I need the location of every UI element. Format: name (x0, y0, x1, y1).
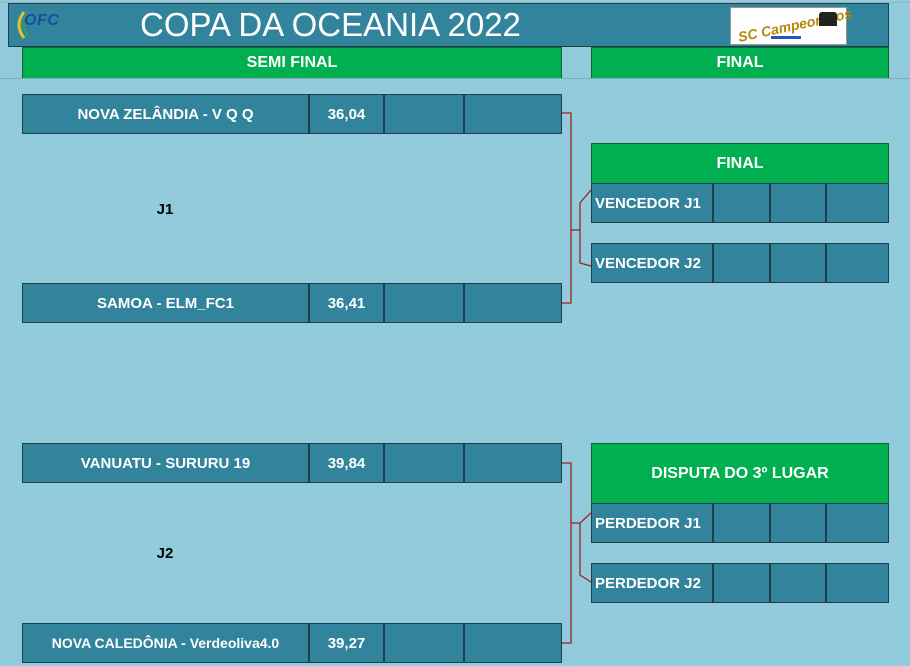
sc-campeonatos-logo: SC Campeonatos (730, 5, 853, 45)
empty-cell[interactable] (464, 94, 562, 134)
empty-cell[interactable] (464, 623, 562, 663)
game-label-j1: J1 (156, 201, 174, 218)
empty-cell[interactable] (826, 563, 889, 603)
empty-cell[interactable] (826, 243, 889, 283)
semi-row-3: VANUATU - SURURU 19 39,84 (22, 443, 562, 483)
third-team-cell[interactable]: PERDEDOR J2 (591, 563, 713, 603)
bracket-line-final-top (579, 189, 592, 230)
empty-cell[interactable] (770, 183, 826, 223)
empty-cell[interactable] (826, 183, 889, 223)
third-place-header: DISPUTA DO 3º LUGAR (591, 443, 889, 504)
empty-cell[interactable] (384, 283, 464, 323)
score-cell[interactable]: 39,84 (309, 443, 384, 483)
team-name-cell[interactable]: VANUATU - SURURU 19 (22, 443, 309, 483)
empty-cell[interactable] (826, 503, 889, 543)
empty-cell[interactable] (770, 243, 826, 283)
third-team-cell[interactable]: PERDEDOR J1 (591, 503, 713, 543)
semi-row-1: NOVA ZELÂNDIA - V Q Q 36,04 (22, 94, 562, 134)
semi-row-2: SAMOA - ELM_FC1 36,41 (22, 283, 562, 323)
bracket-line-third-bottom (579, 523, 592, 583)
score-cell[interactable]: 36,41 (309, 283, 384, 323)
bracket-line-third-top (579, 512, 592, 524)
empty-cell[interactable] (384, 443, 464, 483)
game-label-j2: J2 (156, 545, 174, 562)
final-row-2: VENCEDOR J2 (591, 243, 889, 283)
ofc-logo: OFC (14, 8, 70, 42)
semi-row-4: NOVA CALEDÔNIA - Verdeoliva4.0 39,27 (22, 623, 562, 663)
bracket-line-final-bottom (579, 230, 592, 267)
third-row-1: PERDEDOR J1 (591, 503, 889, 543)
top-hat-icon (819, 12, 837, 26)
empty-cell[interactable] (464, 443, 562, 483)
score-cell[interactable]: 36,04 (309, 94, 384, 134)
empty-cell[interactable] (770, 503, 826, 543)
bracket-line-j1 (562, 112, 572, 304)
empty-cell[interactable] (713, 563, 770, 603)
third-row-2: PERDEDOR J2 (591, 563, 889, 603)
empty-cell[interactable] (713, 243, 770, 283)
empty-cell[interactable] (713, 503, 770, 543)
final-team-cell[interactable]: VENCEDOR J1 (591, 183, 713, 223)
section-separator (0, 78, 910, 79)
bracket-line-j2 (562, 462, 572, 644)
team-name-cell[interactable]: NOVA ZELÂNDIA - V Q Q (22, 94, 309, 134)
page-title: COPA DA OCEANIA 2022 (140, 6, 521, 43)
score-cell[interactable]: 39,27 (309, 623, 384, 663)
empty-cell[interactable] (464, 283, 562, 323)
ofc-logo-text: OFC (24, 12, 60, 29)
empty-cell[interactable] (384, 623, 464, 663)
final-team-cell[interactable]: VENCEDOR J2 (591, 243, 713, 283)
final-section-header: FINAL (591, 47, 889, 79)
final-row-1: VENCEDOR J1 (591, 183, 889, 223)
top-border-line (0, 2, 910, 3)
empty-cell[interactable] (713, 183, 770, 223)
ofc-swoosh-icon (17, 11, 29, 39)
team-name-cell[interactable]: NOVA CALEDÔNIA - Verdeoliva4.0 (22, 623, 309, 663)
team-name-cell[interactable]: SAMOA - ELM_FC1 (22, 283, 309, 323)
sc-logo-stripe (771, 36, 801, 39)
empty-cell[interactable] (770, 563, 826, 603)
empty-cell[interactable] (384, 94, 464, 134)
final-block-header: FINAL (591, 143, 889, 184)
